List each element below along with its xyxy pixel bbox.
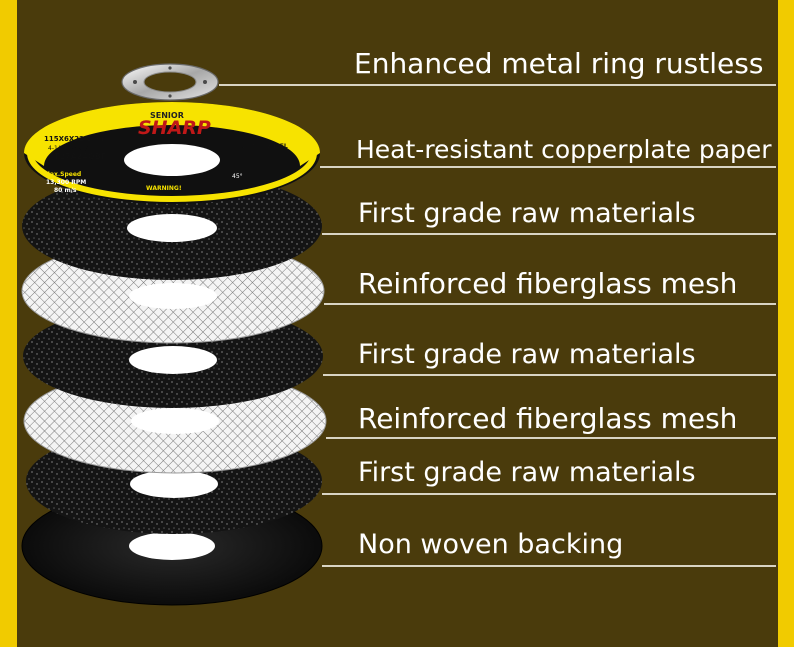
abrasive-disc-1: [22, 172, 322, 280]
warning-text: WARNING!: [146, 185, 182, 192]
leader-line-2: [322, 233, 776, 235]
leader-line-4: [323, 374, 776, 376]
layer-label-copperplate-paper: Heat-resistant copperplate paper: [356, 135, 772, 164]
speed-title-text: Max.Speed: [44, 171, 81, 178]
leader-line-5: [326, 437, 776, 439]
leader-line-7: [322, 565, 776, 567]
metal-ring: [121, 63, 219, 101]
ms-text: 80 m/s: [54, 187, 77, 194]
layer-label-non-woven-backing: Non woven backing: [358, 529, 624, 560]
product-text: GRINDING WHEEL: [228, 143, 288, 150]
layer-label-raw-materials-3: First grade raw materials: [358, 457, 696, 488]
brand-top-text: SENIOR: [150, 111, 184, 120]
copperplate-label-disc: SENIOR SHARP 115X6X22.2mm 4-1/2X1/4X7/8 …: [24, 102, 320, 204]
leader-line-0: [219, 84, 776, 86]
spec-1-text: 115X6X22.2mm: [44, 135, 106, 143]
layer-label-fiberglass-mesh-1: Reinforced fiberglass mesh: [358, 267, 738, 300]
layer-label-metal-ring: Enhanced metal ring rustless: [354, 47, 764, 80]
brand-text: SHARP: [138, 117, 211, 139]
layer-label-raw-materials-1: First grade raw materials: [358, 198, 696, 229]
code-text: T27A24QBF: [54, 152, 106, 161]
layer-label-fiberglass-mesh-2: Reinforced fiberglass mesh: [358, 402, 738, 435]
angle-text: 45°: [232, 173, 243, 180]
leader-line-3: [324, 303, 776, 305]
spec-2-text: 4-1/2X1/4X7/8: [48, 145, 91, 152]
rpm-text: 13,300 RPM: [46, 179, 86, 186]
layer-label-raw-materials-2: First grade raw materials: [358, 339, 696, 370]
leader-line-1: [320, 166, 776, 168]
leader-line-6: [322, 493, 776, 495]
